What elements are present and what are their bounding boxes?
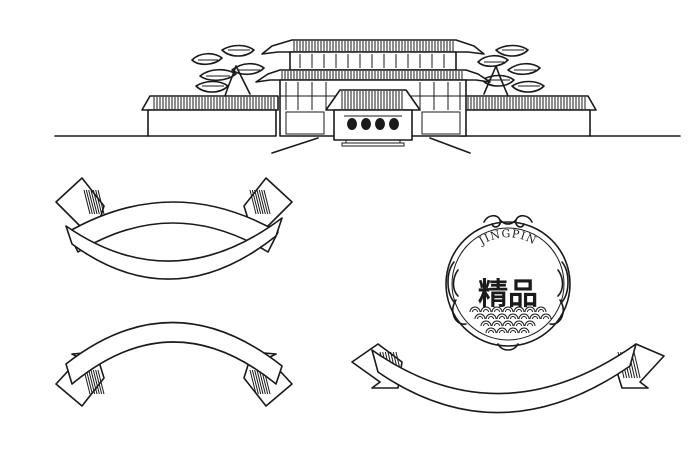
wave-pattern-icon bbox=[469, 306, 552, 334]
hatch-line bbox=[254, 369, 262, 395]
wave-arc bbox=[469, 306, 481, 313]
hatch-line bbox=[97, 369, 105, 395]
hatch-line bbox=[88, 189, 96, 215]
hatch-line bbox=[256, 189, 264, 215]
wave-arc bbox=[502, 320, 514, 327]
main-hall bbox=[255, 39, 491, 147]
ribbon-banner-1 bbox=[55, 177, 293, 280]
hatch-line bbox=[97, 189, 105, 215]
badge-cjk-text: 精品 bbox=[478, 277, 538, 312]
wave-arc bbox=[496, 313, 508, 320]
hatch-line bbox=[249, 369, 257, 395]
badge-outer-ring bbox=[445, 221, 571, 347]
wave-arc bbox=[540, 313, 552, 320]
hatch-line bbox=[90, 369, 98, 395]
hatch-line bbox=[95, 189, 103, 215]
wave-arc bbox=[485, 313, 497, 320]
hatch-line bbox=[95, 369, 103, 395]
wave-arc bbox=[513, 306, 525, 313]
entrance-steps bbox=[341, 139, 405, 147]
hatch-line bbox=[261, 189, 269, 215]
hatch-line bbox=[633, 351, 641, 379]
wave-arc bbox=[485, 327, 497, 334]
hatch-line bbox=[256, 369, 264, 395]
wave-arc bbox=[491, 306, 503, 313]
pine-tree-right bbox=[477, 44, 545, 97]
wave-arc bbox=[518, 327, 530, 334]
ribbon-banner-2 bbox=[55, 321, 293, 407]
wave-arc bbox=[480, 320, 492, 327]
wave-arc bbox=[524, 320, 536, 327]
wave-arc bbox=[529, 313, 541, 320]
temple-illustration bbox=[54, 39, 681, 154]
hatch-line bbox=[83, 189, 91, 215]
hatch-line bbox=[88, 369, 96, 395]
swirl-ornament-icon bbox=[483, 214, 533, 228]
hatch-line bbox=[90, 189, 98, 215]
left-wing bbox=[141, 95, 279, 137]
hatch-line bbox=[92, 189, 100, 215]
wave-arc bbox=[518, 313, 530, 320]
wave-arc bbox=[502, 306, 514, 313]
jingpin-badge: JINGPIN 精品 bbox=[445, 214, 571, 351]
badge-latin-text: JINGPIN bbox=[476, 227, 539, 248]
hatch-line bbox=[258, 189, 266, 215]
ribbon-banner-3 bbox=[351, 343, 665, 414]
hatch-line bbox=[254, 189, 262, 215]
wave-arc bbox=[524, 306, 536, 313]
hatch-line bbox=[249, 189, 257, 215]
wave-arc bbox=[491, 320, 503, 327]
wave-arc bbox=[507, 327, 519, 334]
wave-arc bbox=[496, 327, 508, 334]
hatch-line bbox=[263, 189, 271, 215]
hatch-line bbox=[258, 369, 266, 395]
pine-tree-left bbox=[191, 44, 265, 97]
badge-bottom-swirl bbox=[497, 343, 519, 351]
hatch-line bbox=[92, 369, 100, 395]
steps-perspective bbox=[271, 137, 471, 154]
lanterns bbox=[344, 115, 402, 130]
right-wing bbox=[459, 95, 597, 137]
wave-arc bbox=[513, 320, 525, 327]
hatch-line bbox=[251, 189, 259, 215]
wave-arc bbox=[507, 313, 519, 320]
hatch-line bbox=[251, 369, 259, 395]
hatch-line bbox=[85, 189, 93, 215]
hatch-line bbox=[85, 369, 93, 395]
wave-arc bbox=[535, 306, 547, 313]
wave-arc bbox=[474, 313, 486, 320]
cloud-scroll-icon bbox=[447, 261, 569, 325]
wave-arc bbox=[480, 306, 492, 313]
